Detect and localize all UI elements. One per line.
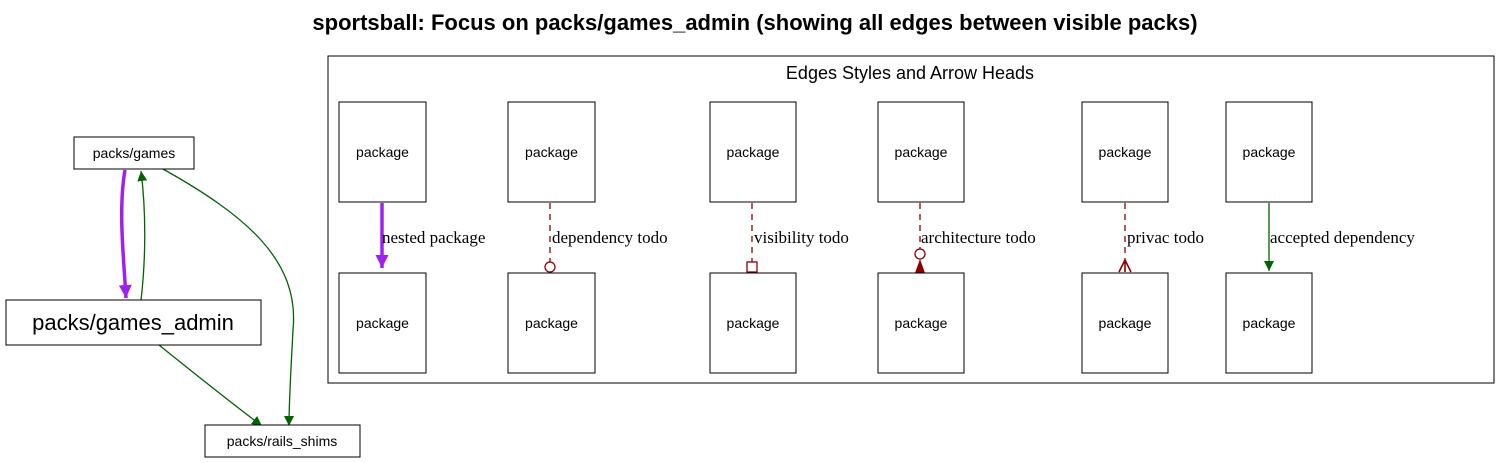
legend-column-nested-package: package nested package package [338,101,485,374]
legend-package-top [877,101,965,203]
edge-games-admin-to-rails-shims [158,344,263,427]
legend-package-label: package [1243,315,1296,331]
edge-games-to-games-admin [118,169,132,299]
crow-arrowhead [1118,258,1132,273]
normal-arrowhead [915,259,925,273]
node-label: packs/rails_shims [227,433,337,449]
legend-package-label: package [1099,315,1152,331]
legend-column-visibility-todo: package visibility todo package [709,101,849,374]
obox-arrowhead [746,261,758,273]
legend-edge-label: privac todo [1127,228,1204,247]
legend-package-bottom [877,272,965,374]
legend-package-bottom [709,272,797,374]
legend-package-label: package [895,144,948,160]
legend-title: Edges Styles and Arrow Heads [786,63,1034,83]
edge-games-admin-to-games [137,170,148,301]
legend-package-top [507,101,596,203]
odot-arrowhead [914,248,926,260]
legend-package-top [1225,101,1313,203]
diagram-title: sportsball: Focus on packs/games_admin (… [312,10,1197,35]
legend-column-architecture-todo: package architecture todo package [877,101,1036,374]
legend-package-label: package [727,315,780,331]
legend-package-top [338,101,427,203]
main-graph-edges [118,168,295,427]
legend-column-dependency-todo: package dependency todo package [507,101,668,374]
edge-games-to-rails-shims [162,168,295,427]
legend-edge-label: nested package [382,228,485,247]
legend-package-label: package [525,144,578,160]
node-packs-rails-shims[interactable]: packs/rails_shims [204,424,361,458]
node-label: packs/games [93,145,175,161]
legend-package-bottom [338,272,427,374]
legend-package-label: package [895,315,948,331]
node-packs-games[interactable]: packs/games [73,136,195,170]
legend-package-label: package [356,315,409,331]
legend-package-label: package [356,144,409,160]
legend-column-privac-todo: package privac todo package [1081,101,1204,374]
legend-package-bottom [1081,272,1169,374]
node-packs-games-admin[interactable]: packs/games_admin [5,299,262,346]
legend-package-label: package [1099,144,1152,160]
legend-package-label: package [727,144,780,160]
legend-edge-label: accepted dependency [1270,228,1415,247]
legend-package-top [709,101,797,203]
legend-package-label: package [525,315,578,331]
legend-package-bottom [507,272,596,374]
node-label: packs/games_admin [32,310,234,335]
odot-arrowhead [544,261,556,273]
legend-edge-label: visibility todo [754,228,849,247]
legend-cluster: Edges Styles and Arrow Heads [327,55,1495,384]
legend-edge-label: architecture todo [921,228,1036,247]
legend-package-bottom [1225,272,1313,374]
legend-package-top [1081,101,1169,203]
legend-package-label: package [1243,144,1296,160]
legend-column-accepted-dependency: package accepted dependency package [1225,101,1415,374]
legend-edge-label: dependency todo [552,228,668,247]
